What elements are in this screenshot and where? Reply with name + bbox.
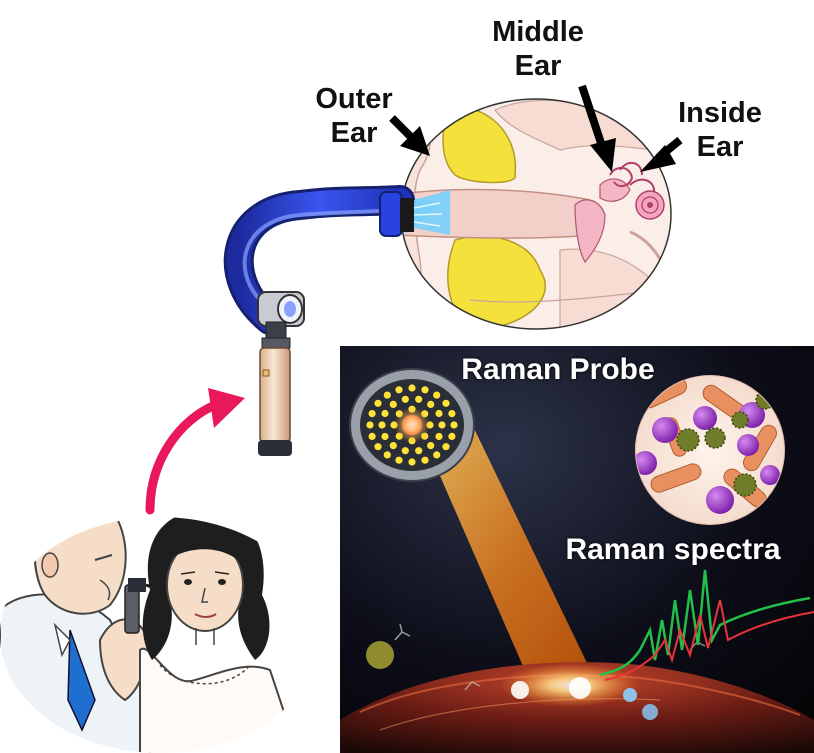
probe-led — [438, 421, 446, 429]
tissue-surface — [340, 623, 814, 753]
cochlea-icon — [609, 161, 665, 220]
laser-beam — [420, 420, 600, 705]
probe-led — [381, 432, 389, 441]
probe-led — [448, 432, 456, 440]
outer-ear-label-line2: Ear — [330, 117, 378, 150]
probe-led — [366, 421, 374, 429]
raman-panel — [340, 346, 814, 753]
probe-led — [442, 443, 450, 451]
doctor-patient-illustration — [0, 517, 320, 753]
curved-arrow-icon — [145, 388, 245, 515]
inside-ear-label-line1: Inside — [678, 97, 762, 129]
raman-spectrum-lines — [599, 569, 814, 681]
probe-led — [395, 456, 403, 464]
inside-ear-label: Inside Ear — [664, 96, 776, 164]
probe-led — [433, 391, 441, 399]
probe-led — [448, 410, 456, 418]
probe-led — [383, 451, 391, 459]
probe-led — [389, 400, 397, 408]
raman-spectra-label: Raman spectra — [565, 533, 781, 566]
probe-led — [401, 447, 409, 455]
probe-led — [421, 386, 429, 394]
probe-led — [415, 395, 423, 403]
probe-led — [401, 395, 409, 403]
probe-led — [433, 451, 441, 459]
probe-led — [427, 442, 435, 450]
probe-led — [374, 399, 382, 407]
probe-led — [421, 456, 429, 464]
probe-led — [374, 443, 382, 451]
probe-led — [442, 399, 450, 407]
raman-probe-label: Raman Probe — [461, 353, 655, 386]
probe-led — [435, 432, 443, 441]
outer-ear-label-line1: Outer — [315, 83, 393, 115]
probe-led — [408, 384, 416, 392]
probe-led — [427, 400, 435, 408]
probe-head-icon — [349, 368, 475, 482]
middle-ear-label-line2: Ear — [514, 50, 562, 83]
otoscope-icon — [223, 185, 450, 456]
probe-led — [408, 458, 416, 466]
probe-led — [389, 442, 397, 450]
probe-led — [383, 391, 391, 399]
outer-ear-label: Outer Ear — [300, 82, 408, 150]
probe-led — [435, 409, 443, 418]
inside-ear-label-line2: Ear — [696, 131, 744, 164]
patient-icon — [139, 517, 302, 753]
probe-led — [368, 410, 376, 418]
probe-led — [415, 447, 423, 455]
middle-ear-label-line1: Middle — [492, 16, 584, 48]
probe-led — [450, 421, 458, 429]
middle-ear-label: Middle Ear — [480, 15, 596, 83]
probe-led — [381, 409, 389, 418]
probe-led — [395, 386, 403, 394]
probe-led — [368, 432, 376, 440]
probe-led — [378, 421, 386, 429]
